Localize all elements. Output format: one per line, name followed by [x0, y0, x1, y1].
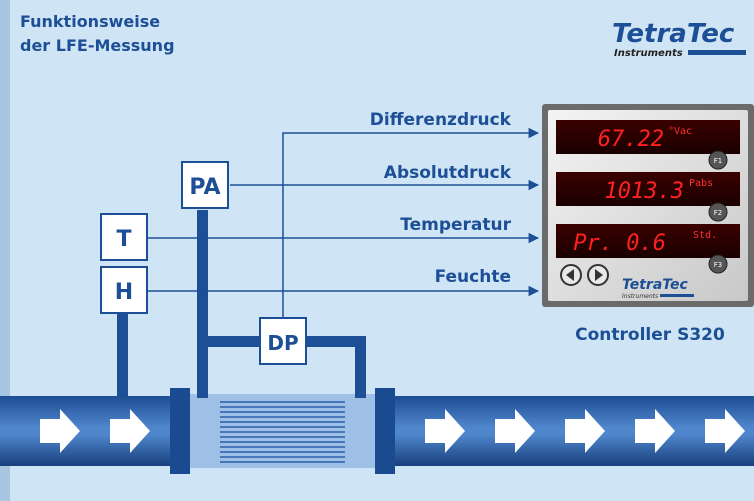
controller-brand-sub: Instruments [622, 293, 658, 300]
signal-line-differenzdruck [282, 127, 540, 318]
f3-button[interactable] [708, 254, 728, 274]
label-absolutdruck: Absolutdruck [384, 163, 512, 183]
f2-button-label: F2 [714, 209, 722, 217]
brand-bar [688, 50, 746, 55]
f3-button-label: F3 [714, 261, 722, 269]
controller-brand-bar [660, 294, 694, 297]
nav-left-icon [566, 269, 574, 281]
display-1-unit: °Vac [668, 126, 692, 137]
sensor-t-label: T [116, 227, 131, 252]
laminar-channels [220, 401, 345, 463]
label-differenzdruck: Differenzdruck [370, 110, 512, 130]
left-edge-strip [0, 0, 10, 501]
display-3-value: Pr. 0.6 [573, 231, 666, 256]
display-2-unit: Pabs [689, 178, 713, 189]
display-row-2 [556, 172, 740, 206]
display-3-unit: Std. [693, 230, 717, 241]
sensor-pa: PA [181, 161, 229, 209]
f1-button-label: F1 [714, 157, 722, 165]
controller-brand-name: TetraTec [622, 277, 689, 293]
f2-button[interactable] [708, 202, 728, 222]
display-1-value: 67.22 [598, 127, 664, 152]
flow-arrow-icon [40, 409, 80, 453]
flow-arrow-icon [705, 409, 745, 453]
sensor-h: H [100, 266, 148, 314]
title-line-2: der LFE-Messung [20, 36, 175, 55]
flow-arrow-icon [425, 409, 465, 453]
flow-arrow-icon [495, 409, 535, 453]
nav-right-icon [595, 269, 603, 281]
sensor-piping [117, 210, 366, 398]
title-line-1: Funktionsweise [20, 12, 161, 31]
sensor-h-label: H [115, 280, 133, 305]
controller-s320: 67.22 °Vac F1 1013.3 Pabs F2 Pr. 0.6 Std… [542, 104, 754, 307]
controller-caption: Controller S320 [575, 325, 725, 345]
display-row-3 [556, 224, 740, 258]
flow-arrow-icon [110, 409, 150, 453]
flange-left [170, 388, 190, 474]
brand-logo: TetraTec Instruments [612, 19, 746, 59]
display-2-value: 1013.3 [605, 179, 684, 204]
display-row-1 [556, 120, 740, 154]
label-feuchte: Feuchte [435, 267, 511, 287]
flow-arrows [40, 409, 745, 453]
brand-sub: Instruments [614, 48, 683, 59]
brand-name: TetraTec [612, 19, 735, 49]
sensor-pa-label: PA [189, 175, 220, 200]
flow-arrow-icon [565, 409, 605, 453]
flow-arrow-icon [635, 409, 675, 453]
flange-right [375, 388, 395, 474]
signal-lines [148, 127, 540, 318]
f1-button[interactable] [708, 150, 728, 170]
sensor-dp-label: DP [267, 331, 298, 355]
sensor-dp: DP [259, 317, 307, 365]
sensor-t: T [100, 213, 148, 261]
label-temperatur: Temperatur [400, 215, 511, 235]
diagram-title: Funktionsweise der LFE-Messung [20, 10, 175, 58]
